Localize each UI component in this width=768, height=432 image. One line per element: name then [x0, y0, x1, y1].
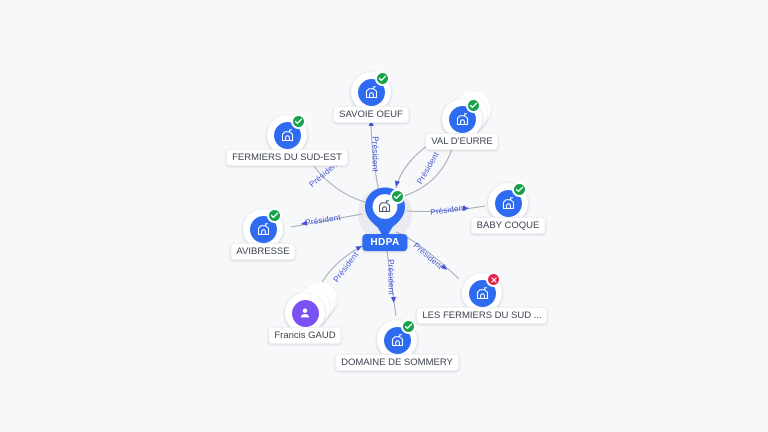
- company-avatar: [377, 320, 417, 360]
- building-icon: [280, 128, 295, 143]
- person-avatar: [285, 293, 325, 333]
- node-label[interactable]: VAL D'EURRE: [425, 133, 499, 150]
- node-label[interactable]: FERMIERS DU SUD-EST: [226, 149, 348, 166]
- active-check-icon: [512, 182, 527, 197]
- building-icon: [501, 196, 516, 211]
- node-baby-coque[interactable]: BABY COQUE: [470, 182, 546, 234]
- node-label[interactable]: SAVOIE OEUF: [333, 106, 409, 123]
- edge-line: [406, 205, 486, 212]
- center-node-label[interactable]: HDPA: [362, 234, 408, 251]
- arrowhead-icon: [355, 246, 362, 252]
- node-avibresse[interactable]: AVIBRESSE: [230, 208, 296, 260]
- arrowhead-icon: [368, 120, 374, 127]
- active-check-icon: [466, 98, 481, 113]
- node-label[interactable]: LES FERMIERS DU SUD ...: [416, 307, 548, 324]
- building-icon: [455, 112, 470, 127]
- active-check-icon: [267, 208, 282, 223]
- active-check-icon: [375, 71, 390, 86]
- node-francis-gaud[interactable]: Francis GAUD: [268, 282, 342, 344]
- arrowhead-icon: [440, 264, 447, 270]
- building-icon: [364, 85, 379, 100]
- node-label[interactable]: AVIBRESSE: [230, 243, 296, 260]
- arrowhead-icon: [390, 296, 396, 303]
- company-avatar: [462, 273, 502, 313]
- node-les-fermiers-du-sud[interactable]: LES FERMIERS DU SUD ...: [416, 272, 548, 324]
- building-icon: [256, 222, 271, 237]
- building-icon: [475, 286, 490, 301]
- node-label[interactable]: DOMAINE DE SOMMERY: [335, 354, 459, 371]
- arrowhead-icon: [301, 220, 308, 226]
- node-savoie-oeuf[interactable]: SAVOIE OEUF: [333, 71, 409, 123]
- node-domaine-de-sommery[interactable]: DOMAINE DE SOMMERY: [335, 319, 459, 371]
- arrowhead-icon: [394, 180, 400, 187]
- node-label[interactable]: BABY COQUE: [470, 217, 546, 234]
- active-check-icon: [401, 319, 416, 334]
- node-fermiers-du-sud-est[interactable]: FERMIERS DU SUD-EST: [226, 114, 348, 166]
- edge-label: Président: [370, 136, 380, 172]
- edge-line: [290, 213, 363, 228]
- node-val-d-eurre[interactable]: VAL D'EURRE: [425, 91, 499, 150]
- active-check-icon: [291, 114, 306, 129]
- closed-x-icon: [486, 272, 501, 287]
- edge-label: Président: [386, 259, 396, 295]
- edge-line: [395, 231, 460, 280]
- building-icon: [390, 333, 405, 348]
- company-avatar: [351, 72, 391, 112]
- person-icon: [297, 305, 313, 321]
- building-icon: [377, 199, 392, 214]
- arrowhead-icon: [462, 206, 469, 212]
- active-check-icon: [390, 189, 405, 204]
- node-label[interactable]: Francis GAUD: [268, 327, 342, 344]
